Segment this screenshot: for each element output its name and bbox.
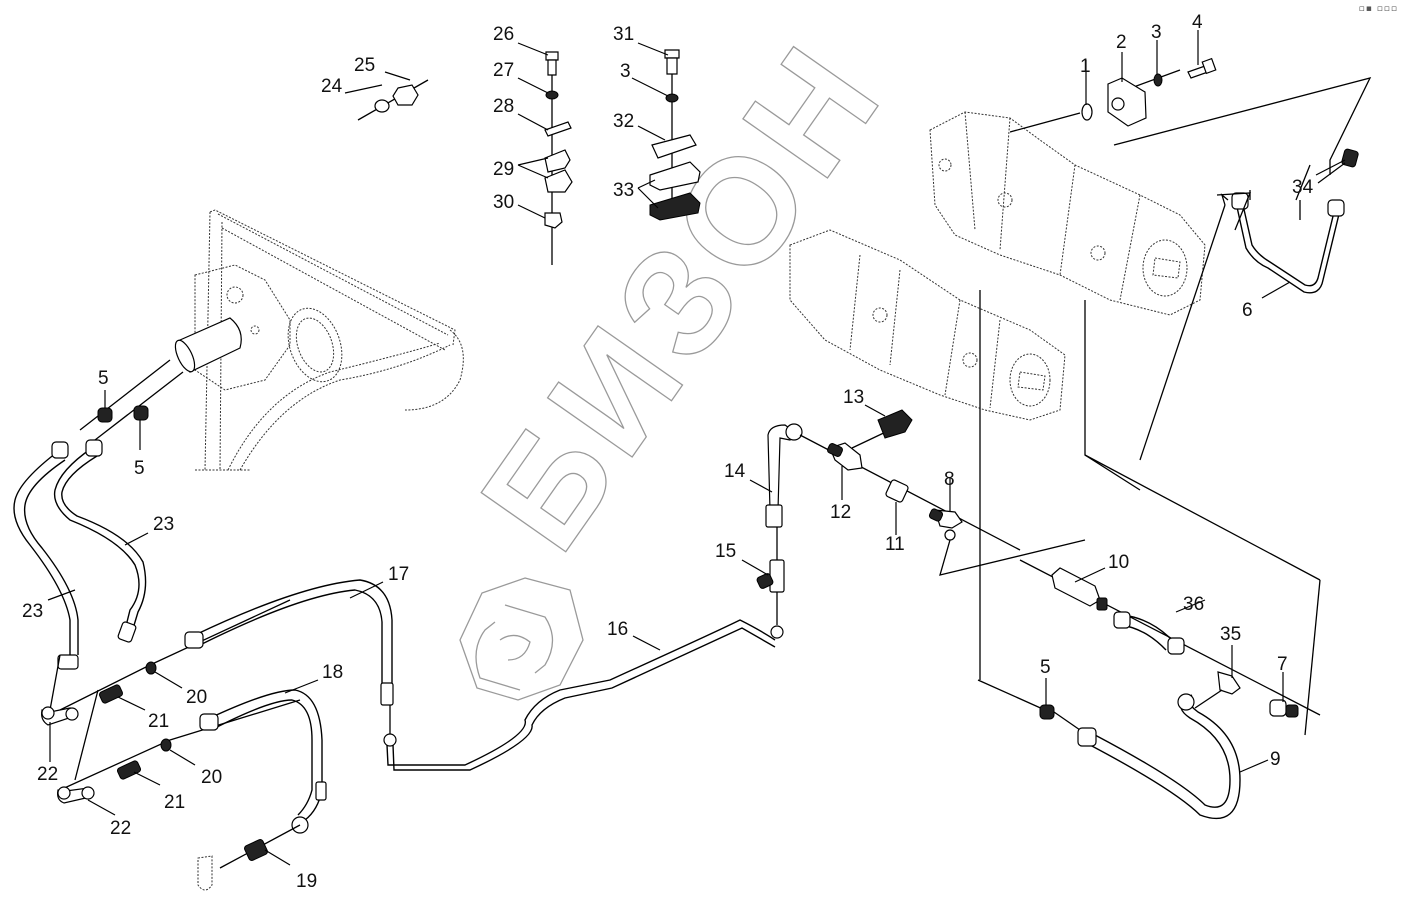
callout-16[interactable]: 16: [607, 619, 628, 640]
pump-cover-group: [1009, 57, 1372, 461]
watermark: БИЗОН: [448, 12, 915, 701]
callout-19[interactable]: 19: [296, 871, 317, 892]
callout-13[interactable]: 13: [843, 387, 864, 408]
callout-18[interactable]: 18: [322, 662, 343, 683]
right-lower-fittings: [1019, 454, 1321, 820]
callout-5-upper[interactable]: 5: [98, 368, 109, 389]
callout-3[interactable]: 3: [1151, 22, 1162, 43]
lower-left-fittings: [41, 579, 394, 891]
watermark-text: БИЗОН: [449, 13, 915, 578]
callout-5-right[interactable]: 5: [1040, 657, 1051, 678]
callout-3-clamp[interactable]: 3: [620, 61, 631, 82]
callout-6[interactable]: 6: [1242, 300, 1253, 321]
callout-20-lower[interactable]: 20: [201, 767, 222, 788]
callout-21-upper[interactable]: 21: [148, 711, 169, 732]
clamp-group-left: [544, 51, 573, 265]
callout-29[interactable]: 29: [493, 159, 514, 180]
callout-17[interactable]: 17: [388, 564, 409, 585]
callout-31[interactable]: 31: [613, 24, 634, 45]
callout-1[interactable]: 1: [1080, 56, 1091, 77]
watermark-logo-swirl: [475, 604, 554, 691]
callout-9[interactable]: 9: [1270, 749, 1281, 770]
callout-22-upper[interactable]: 22: [37, 764, 58, 785]
callout-labels: 1 2 3 4 3 5 5 5 6 7 8 9 10 11 12 13 14 1…: [22, 12, 1314, 892]
callout-15[interactable]: 15: [715, 541, 736, 562]
callout-10[interactable]: 10: [1108, 552, 1129, 573]
callout-23-right[interactable]: 23: [153, 514, 174, 535]
callout-7[interactable]: 7: [1277, 654, 1288, 675]
callout-12[interactable]: 12: [830, 502, 851, 523]
callout-14[interactable]: 14: [724, 461, 746, 482]
callout-27[interactable]: 27: [493, 60, 514, 81]
callout-32[interactable]: 32: [613, 111, 634, 132]
callout-34[interactable]: 34: [1292, 177, 1314, 198]
callout-26[interactable]: 26: [493, 24, 514, 45]
callout-30[interactable]: 30: [493, 192, 514, 213]
callout-23-left[interactable]: 23: [22, 601, 43, 622]
watermark-logo-hexagon: [459, 577, 584, 701]
callout-24[interactable]: 24: [321, 76, 343, 97]
callout-11[interactable]: 11: [885, 534, 905, 555]
corner-marks: ▫▪ ▫▫▫: [1358, 4, 1398, 14]
nut-washer-group: [357, 79, 429, 121]
callout-21-lower[interactable]: 21: [164, 792, 185, 813]
callout-28[interactable]: 28: [493, 96, 514, 117]
o-ring: [1081, 103, 1093, 121]
callout-8[interactable]: 8: [944, 469, 955, 490]
machine-frame: [79, 209, 464, 471]
callout-5-lower[interactable]: 5: [134, 458, 145, 479]
callout-25[interactable]: 25: [354, 55, 375, 76]
callout-20-upper[interactable]: 20: [186, 687, 207, 708]
callout-4[interactable]: 4: [1192, 12, 1203, 33]
leader-lines: [47, 30, 1346, 866]
callout-33[interactable]: 33: [613, 180, 634, 201]
callout-2[interactable]: 2: [1116, 32, 1127, 53]
pipe-16: [383, 619, 784, 771]
left-hoses: [13, 405, 149, 670]
center-fittings: [756, 409, 1086, 625]
callout-22-lower[interactable]: 22: [110, 818, 131, 839]
callout-36[interactable]: 36: [1183, 594, 1204, 615]
clamp-group-right: [649, 49, 701, 221]
callout-35[interactable]: 35: [1220, 624, 1241, 645]
